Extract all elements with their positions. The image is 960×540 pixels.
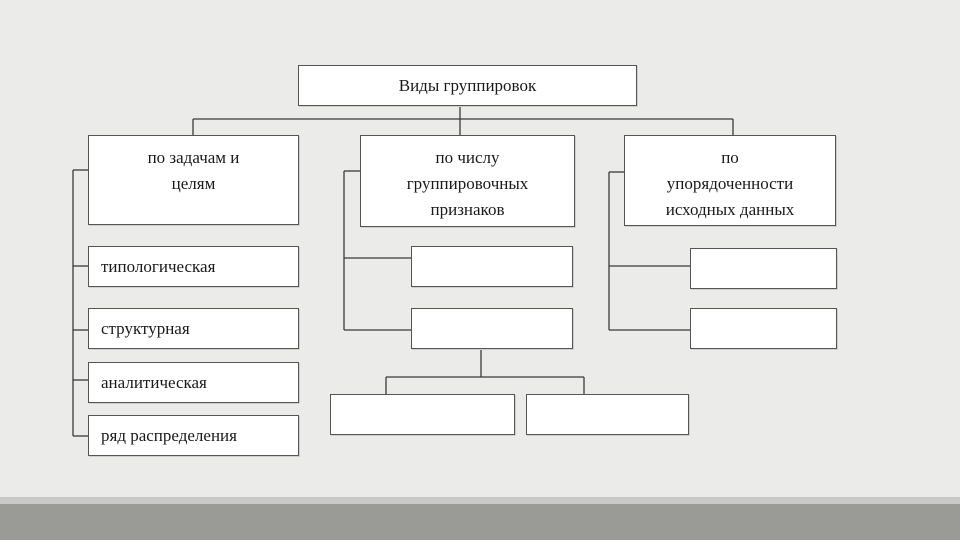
- leaf-label-typological: типологическая: [101, 256, 216, 276]
- root-label: Виды группировок: [398, 75, 537, 95]
- leaf-box-features-2: [411, 308, 573, 349]
- leaf-box-analytical: аналитическая: [88, 362, 299, 403]
- category-label-features: по числу группировочных признаков: [406, 148, 529, 219]
- category-box-features: по числу группировочных признаков: [360, 135, 575, 227]
- leaf-box-features-1: [411, 246, 573, 287]
- leaf-box-features-2b: [526, 394, 689, 435]
- category-box-ordering: по упорядоченности исходных данных: [624, 135, 836, 226]
- leaf-box-ordering-1: [690, 248, 837, 289]
- leaf-label-distribution: ряд распределения: [101, 425, 237, 445]
- footer-divider: [0, 497, 960, 504]
- category-box-tasks: по задачам и целям: [88, 135, 299, 225]
- leaf-label-structural: структурная: [101, 318, 190, 338]
- root-box: Виды группировок: [298, 65, 637, 106]
- leaf-box-structural: структурная: [88, 308, 299, 349]
- leaf-box-typological: типологическая: [88, 246, 299, 287]
- leaf-box-features-2a: [330, 394, 515, 435]
- category-label-tasks: по задачам и целям: [147, 148, 240, 193]
- leaf-box-ordering-2: [690, 308, 837, 349]
- category-label-ordering: по упорядоченности исходных данных: [665, 148, 795, 219]
- leaf-box-distribution: ряд распределения: [88, 415, 299, 456]
- leaf-label-analytical: аналитическая: [101, 372, 207, 392]
- footer-bar: [0, 504, 960, 540]
